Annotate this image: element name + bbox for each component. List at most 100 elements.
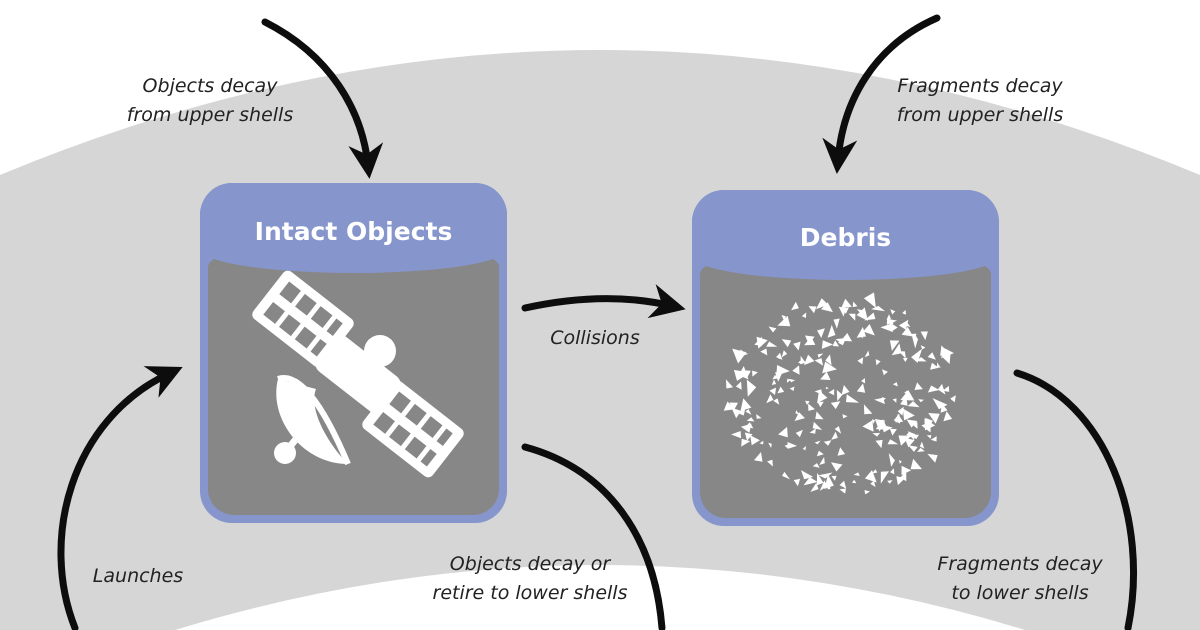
debris-fragment — [812, 421, 823, 430]
debris-fragment — [781, 350, 788, 358]
debris-fragment — [919, 441, 925, 449]
debris-fragment — [816, 450, 824, 457]
debris-fragment — [777, 386, 785, 394]
debris-fragment — [927, 352, 936, 360]
debris-fragment — [814, 440, 821, 445]
debris-fragment — [782, 471, 790, 480]
intact-objects-body — [208, 239, 499, 515]
debris-fragment — [723, 401, 735, 411]
debris-fragment — [942, 385, 950, 392]
caption-fragments-decay-upper: Fragments decay from upper shells — [880, 72, 1080, 130]
debris-fragment — [891, 323, 898, 332]
debris-fragment — [886, 314, 891, 320]
debris-fragment — [824, 474, 834, 489]
debris-fragment — [815, 411, 824, 420]
debris-fragment — [863, 324, 875, 336]
debris-fragment — [808, 306, 817, 314]
debris-fragment — [874, 397, 885, 405]
debris-fragment — [856, 383, 866, 393]
debris-fragment — [777, 315, 791, 327]
caption-line: Collisions — [550, 327, 640, 349]
debris-fragment — [830, 401, 841, 410]
caption-fragments-decay-lower: Fragments decay to lower shells — [920, 550, 1120, 608]
debris-fragment — [921, 421, 931, 433]
debris-fragment — [892, 382, 898, 387]
debris-fragment — [760, 348, 768, 356]
debris-fragment — [872, 419, 876, 424]
debris-fragment — [920, 331, 928, 341]
debris-fragment — [810, 482, 819, 492]
caption-collisions: Collisions — [530, 324, 660, 353]
debris-fragment — [808, 403, 815, 411]
debris-fragment — [726, 379, 734, 389]
debris-fragment — [832, 340, 839, 347]
caption-objects-decay-lower: Objects decay or retire to lower shells — [410, 550, 650, 608]
debris-fragment — [784, 444, 789, 449]
debris-fragment — [882, 397, 886, 401]
debris-fragment — [740, 398, 752, 411]
debris-fragment — [930, 362, 939, 370]
debris-fragment — [825, 354, 832, 366]
satellite-icon — [252, 270, 464, 478]
debris-fragment — [771, 379, 777, 385]
debris-fragment — [800, 355, 806, 365]
debris-fragment — [887, 480, 893, 484]
debris-fragment — [735, 381, 742, 390]
debris-fragments-icon — [723, 292, 956, 495]
debris-fragment — [823, 440, 832, 446]
debris-fragment — [789, 386, 795, 391]
debris-fragment — [729, 402, 738, 411]
debris-fragment — [882, 424, 893, 433]
debris-fragment — [817, 353, 824, 358]
debris-fragment — [915, 357, 927, 362]
debris-fragment — [930, 436, 937, 442]
debris-fragment — [781, 315, 786, 321]
debris-fragment — [856, 307, 868, 321]
debris-fragment — [927, 453, 938, 463]
debris-fragment — [900, 395, 908, 406]
debris-fragment — [874, 419, 886, 432]
debris-fragment — [820, 371, 831, 380]
debris-fragment — [943, 411, 953, 422]
debris-fragment — [889, 428, 897, 436]
debris-fragment — [742, 370, 751, 379]
debris-fragment — [795, 410, 800, 415]
caption-launches: Launches — [78, 562, 198, 591]
debris-fragment — [801, 470, 814, 480]
debris-fragment — [816, 298, 829, 310]
debris-fragment — [887, 439, 899, 445]
arrow-objects-decay-upper — [261, 18, 384, 179]
debris-fragment — [839, 488, 846, 494]
debris-fragment — [816, 472, 824, 486]
arrow-fragments-decay-upper — [822, 14, 941, 174]
debris-fragment — [776, 365, 790, 376]
debris-fragment — [875, 359, 881, 366]
debris-fragment — [927, 385, 940, 393]
debris-fragment — [848, 313, 856, 321]
debris-fragment — [863, 292, 876, 308]
debris-fragment — [904, 438, 915, 448]
debris-fragment — [846, 394, 860, 403]
debris-fragment — [836, 389, 843, 402]
debris-fragment — [766, 394, 774, 404]
caption-objects-decay-upper: Objects decay from upper shells — [110, 72, 310, 130]
debris-fragment — [805, 400, 810, 405]
arrow-fragments-decay-lower — [1013, 369, 1138, 630]
arrow-collisions — [521, 284, 686, 319]
debris-fragment — [882, 369, 888, 376]
debris-fragment — [768, 442, 772, 448]
debris-fragment — [831, 431, 838, 440]
debris-fragment — [776, 352, 783, 360]
debris-fragment — [889, 340, 900, 351]
debris-fragment — [890, 309, 896, 315]
debris-fragment — [831, 475, 837, 481]
debris-fragment — [841, 385, 850, 396]
debris-fragment — [861, 378, 866, 384]
debris-fragment — [856, 327, 866, 338]
debris-fragment — [910, 458, 922, 470]
debris-fragment — [817, 328, 825, 338]
debris-fragment — [898, 435, 912, 446]
debris-fragment — [827, 484, 831, 490]
caption-line: from upper shells — [896, 104, 1064, 126]
debris-fragment — [831, 462, 843, 472]
